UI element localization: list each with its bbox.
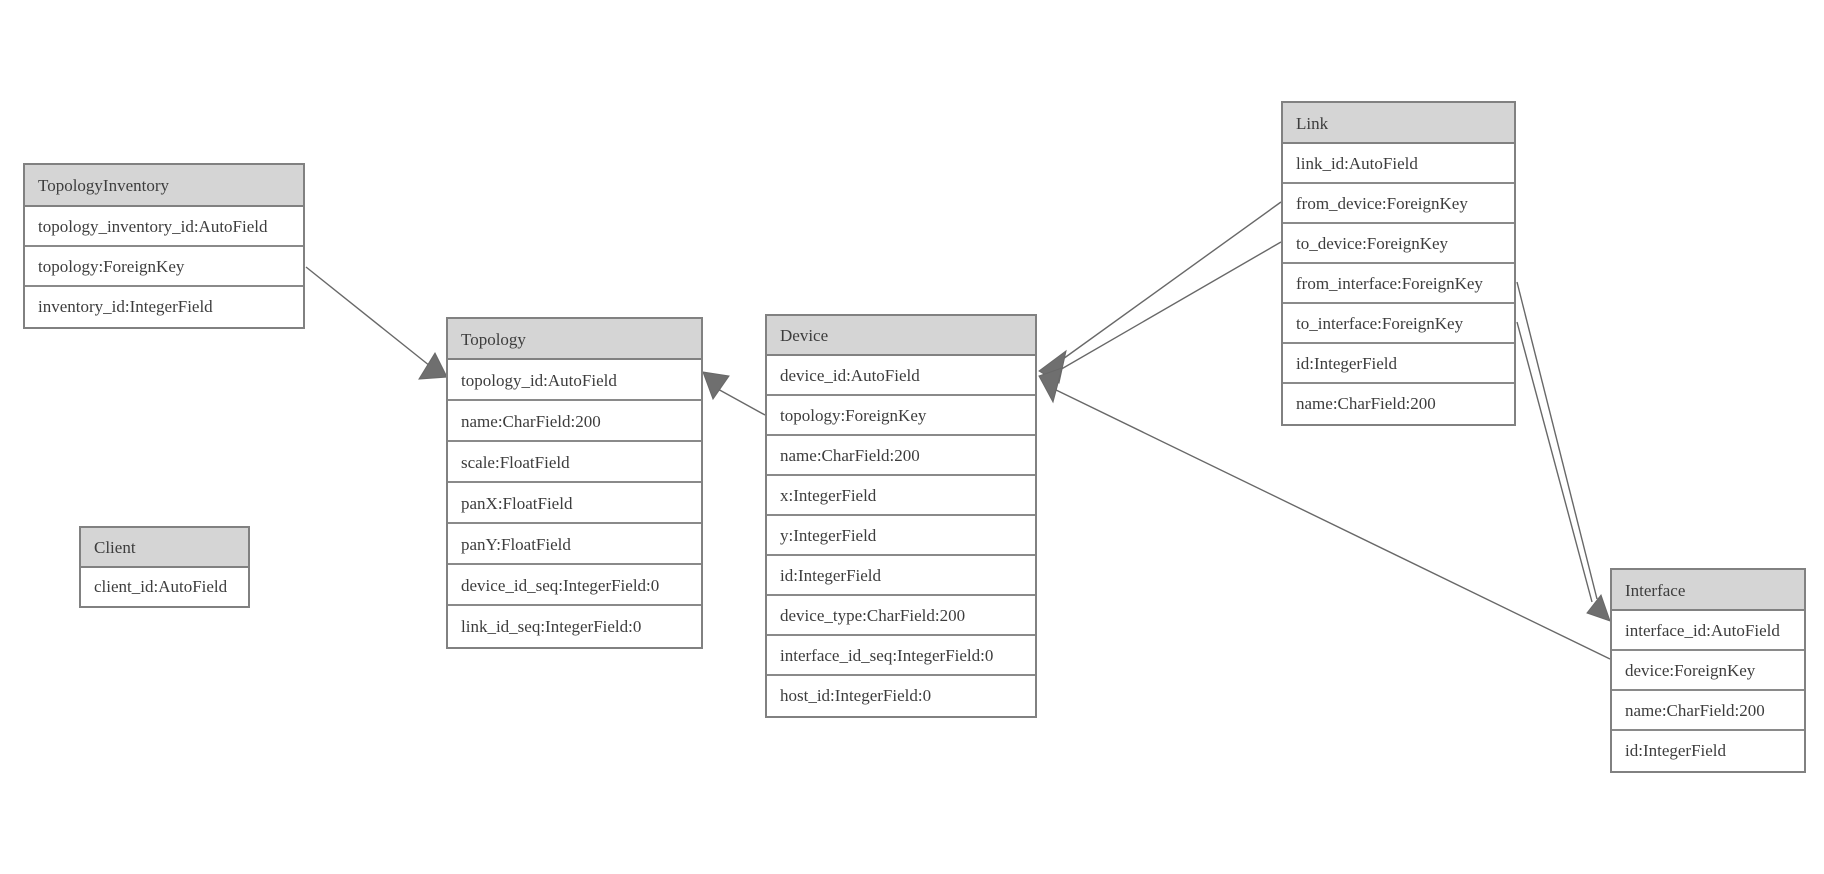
- field-row: id:IntegerField: [1283, 344, 1514, 384]
- field-row: name:CharField:200: [1283, 384, 1514, 424]
- field-row: interface_id:AutoField: [1612, 611, 1804, 651]
- field-row: device_type:CharField:200: [767, 596, 1035, 636]
- field-row: link_id_seq:IntegerField:0: [448, 606, 701, 647]
- field-row: id:IntegerField: [1612, 731, 1804, 771]
- entity-topologyinventory-title: TopologyInventory: [25, 165, 303, 207]
- edge-topologyinventory-topology: [305, 266, 431, 367]
- field-row: topology:ForeignKey: [25, 247, 303, 287]
- entity-interface-title: Interface: [1612, 570, 1804, 611]
- field-row: id:IntegerField: [767, 556, 1035, 596]
- field-row: x:IntegerField: [767, 476, 1035, 516]
- field-row: panY:FloatField: [448, 524, 701, 565]
- entity-client-fields: client_id:AutoField: [81, 568, 248, 606]
- edge-interface-device: [1053, 388, 1611, 660]
- field-row: device_id_seq:IntegerField:0: [448, 565, 701, 606]
- field-row: host_id:IntegerField:0: [767, 676, 1035, 716]
- arrowhead-device-lower: [1038, 367, 1063, 404]
- field-row: name:CharField:200: [1612, 691, 1804, 731]
- arrowhead-topology-left: [418, 351, 448, 380]
- entity-topologyinventory: TopologyInventory topology_inventory_id:…: [23, 163, 305, 329]
- field-row: scale:FloatField: [448, 442, 701, 483]
- arrowhead-topology-right: [702, 371, 730, 401]
- field-row: from_device:ForeignKey: [1283, 184, 1514, 224]
- entity-link-title: Link: [1283, 103, 1514, 144]
- edge-link-from-device: [1055, 201, 1282, 365]
- arrowhead-interface: [1586, 593, 1611, 622]
- field-row: from_interface:ForeignKey: [1283, 264, 1514, 304]
- field-row: panX:FloatField: [448, 483, 701, 524]
- field-row: y:IntegerField: [767, 516, 1035, 556]
- field-row: inventory_id:IntegerField: [25, 287, 303, 327]
- field-row: to_device:ForeignKey: [1283, 224, 1514, 264]
- entity-client: Client client_id:AutoField: [79, 526, 250, 608]
- edge-link-to-interface: [1516, 321, 1593, 603]
- edge-link-to-device: [1057, 241, 1282, 372]
- field-row: name:CharField:200: [448, 401, 701, 442]
- entity-device-title: Device: [767, 316, 1035, 356]
- edge-device-topology: [715, 387, 766, 416]
- edge-link-from-interface: [1516, 281, 1598, 600]
- entity-topology-title: Topology: [448, 319, 701, 360]
- field-row: device:ForeignKey: [1612, 651, 1804, 691]
- field-row: to_interface:ForeignKey: [1283, 304, 1514, 344]
- entity-client-title: Client: [81, 528, 248, 568]
- field-row: topology:ForeignKey: [767, 396, 1035, 436]
- field-row: topology_id:AutoField: [448, 360, 701, 401]
- field-row: device_id:AutoField: [767, 356, 1035, 396]
- field-row: name:CharField:200: [767, 436, 1035, 476]
- field-row: interface_id_seq:IntegerField:0: [767, 636, 1035, 676]
- field-row: topology_inventory_id:AutoField: [25, 207, 303, 247]
- field-row: client_id:AutoField: [81, 568, 248, 606]
- field-row: link_id:AutoField: [1283, 144, 1514, 184]
